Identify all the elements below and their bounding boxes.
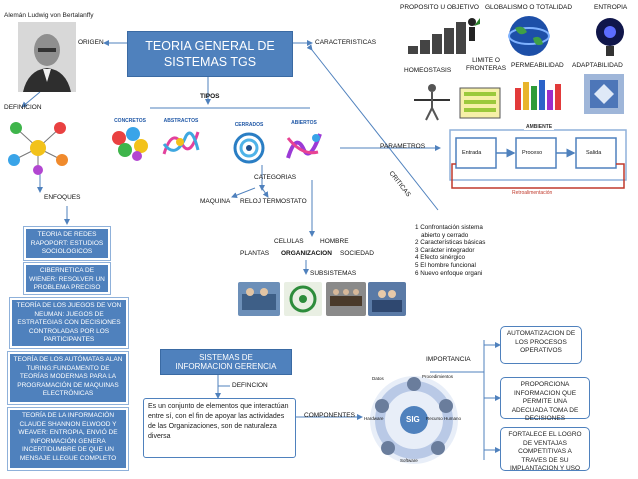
diagram-retro: Retroalimentación xyxy=(512,190,553,196)
subsystem-photo-2 xyxy=(284,282,322,316)
char-limite: LIMITE O FRONTERAS xyxy=(466,57,506,73)
param-item-4: 4 Efecto sinérgico xyxy=(415,254,466,262)
type-abstractos: ABSTRACTOS xyxy=(160,118,202,166)
type-cerrados: CERRADOS xyxy=(226,122,272,170)
type-concretos-label: CONCRETOS xyxy=(114,118,146,124)
line-maquina xyxy=(231,187,256,198)
diagram-salida: Salida xyxy=(586,150,602,156)
param-item-1b: abierto y cerrado xyxy=(421,231,469,239)
adaptabilidad-image xyxy=(582,72,626,116)
maquina-label: MAQUINA xyxy=(200,198,231,205)
enfoque-automatas: TEORÍA DE LOS AUTÓMATAS ALAN TURING:FUND… xyxy=(7,351,129,405)
definition-network-image xyxy=(6,118,70,176)
main-title: TEORIA GENERAL DE SISTEMAS TGS xyxy=(127,31,293,77)
char-entropia: ENTROPIA xyxy=(594,4,628,11)
sig-definition-box: Es un conjunto de elementos que interact… xyxy=(143,398,296,458)
line-definicion xyxy=(21,91,41,108)
sig-center-label: SIG xyxy=(406,415,420,424)
permeabilidad-image xyxy=(513,74,563,114)
type-abstractos-label: ABSTRACTOS xyxy=(163,118,199,124)
enfoques-label: ENFOQUES xyxy=(44,194,81,201)
subsistemas-label: SUBSISTEMAS xyxy=(310,270,357,277)
type-abiertos: ABIERTOS xyxy=(282,120,326,168)
enfoque-juegos: TEORÍA DE LOS JUEGOS DE VON NEUMAN: JUEG… xyxy=(9,297,129,349)
portrait-image xyxy=(18,22,76,92)
param-item-5: 5 El hombre funcional xyxy=(415,261,476,269)
sig-wheel-image: SIG Datos Procedimientos Recurso Humano … xyxy=(364,372,464,470)
line-reloj xyxy=(261,187,269,198)
diagram-ambiente: AMBIENTE xyxy=(524,124,555,130)
param-item-1: 1 Confrontación sistema xyxy=(415,224,483,231)
char-proposito: PROPOSITO U OBJETIVO xyxy=(400,4,479,11)
enfoque-cibernetica: CIBERNETICA DE WIENER: RESOLVER UN PROBL… xyxy=(23,262,111,295)
reloj-label: RELOJ TERMOSTATO xyxy=(240,198,307,205)
importancia-label: IMPORTANCIA xyxy=(426,356,471,363)
line-diag-long xyxy=(306,44,439,211)
diagram-proceso: Proceso xyxy=(522,150,543,156)
param-item-6: 6 Nuevo enfoque organi xyxy=(415,269,483,277)
char-globalismo: GLOBALISMO O TOTALIDAD xyxy=(485,4,573,11)
type-concretos: CONCRETOS xyxy=(109,118,151,166)
sociedad-label: SOCIEDAD xyxy=(340,250,374,257)
globalismo-image xyxy=(505,14,553,58)
parametros-label: PARAMETROS xyxy=(380,143,426,150)
hombre-label: HOMBRE xyxy=(320,238,349,245)
sig-node-datos: Datos xyxy=(372,376,384,381)
diagram-entrada: Entrada xyxy=(462,150,482,156)
subsystem-photo-3 xyxy=(326,282,366,316)
author-label: Alemán Ludwig von Bertalanffy xyxy=(4,12,94,19)
subsystem-photo-4 xyxy=(368,282,406,316)
sig-title: SISTEMAS DE INFORMACION GERENCIA xyxy=(160,349,292,375)
sig-title-text: SISTEMAS DE INFORMACION GERENCIA xyxy=(175,353,277,371)
char-adaptabilidad: ADAPTABILIDAD xyxy=(572,62,623,69)
importancia-1: AUTOMATIZACION DE LOS PROCESOS OPERATIVO… xyxy=(500,326,582,364)
system-process-diagram: AMBIENTE Entrada Proceso Salida Retroali… xyxy=(444,124,632,198)
sig-node-rrhh: Recurso Humano xyxy=(426,416,462,421)
char-homeostasis: HOMEOSTASIS xyxy=(404,67,452,74)
homeostasis-image xyxy=(412,78,452,122)
tipos-label: TIPOS xyxy=(200,93,220,100)
categorias-label: CATEGORIAS xyxy=(254,174,297,181)
author-portrait xyxy=(18,22,76,92)
sig-node-hardware: Hardware xyxy=(364,416,384,421)
enfoque-redes: TEORIA DE REDES RAPOPORT: ESTUDIOS SOCIO… xyxy=(23,226,111,261)
definicion2-label: DEFINCION xyxy=(232,382,268,389)
main-title-text: TEORIA GENERAL DE SISTEMAS TGS xyxy=(145,39,275,69)
proposito-image xyxy=(406,16,482,58)
caracteristicas-label: CARACTERISTICAS xyxy=(315,39,377,46)
limite-image xyxy=(456,78,504,124)
celulas-label: CELULAS xyxy=(274,238,304,245)
parametros-list: 1 Confrontación sistema abierto y cerrad… xyxy=(415,224,520,277)
char-permeabilidad: PERMEABILIDAD xyxy=(511,62,564,69)
type-abiertos-label: ABIERTOS xyxy=(291,120,317,126)
sig-node-software: Software xyxy=(400,458,418,463)
importancia-2: PROPORCIONA INFORMACION QUE PERMITE UNA … xyxy=(500,377,590,422)
param-item-2: 2 Características básicas xyxy=(415,239,486,247)
organizacion-label: ORGANIZACION xyxy=(281,250,332,257)
origen-label: ORIGEN xyxy=(78,39,104,46)
definicion-label: DEFINICION xyxy=(4,104,42,111)
enfoque-informacion: TEORÍA DE LA INFORMACIÓN CLAUDE SHANNON … xyxy=(7,407,129,471)
plantas-label: PLANTAS xyxy=(240,250,270,257)
subsystem-photo-1 xyxy=(238,282,280,316)
param-item-3: 3 Carácter integrador xyxy=(415,246,475,254)
entropia-image xyxy=(592,14,628,58)
char-limite-text: LIMITE O FRONTERAS xyxy=(466,57,507,72)
type-cerrados-label: CERRADOS xyxy=(234,122,264,128)
componentes-label: COMPONENTES xyxy=(304,412,355,419)
importancia-3: FORTALECE EL LOGRO DE VENTAJAS COMPETITI… xyxy=(500,427,590,472)
sig-node-procedimientos: Procedimientos xyxy=(422,374,454,379)
